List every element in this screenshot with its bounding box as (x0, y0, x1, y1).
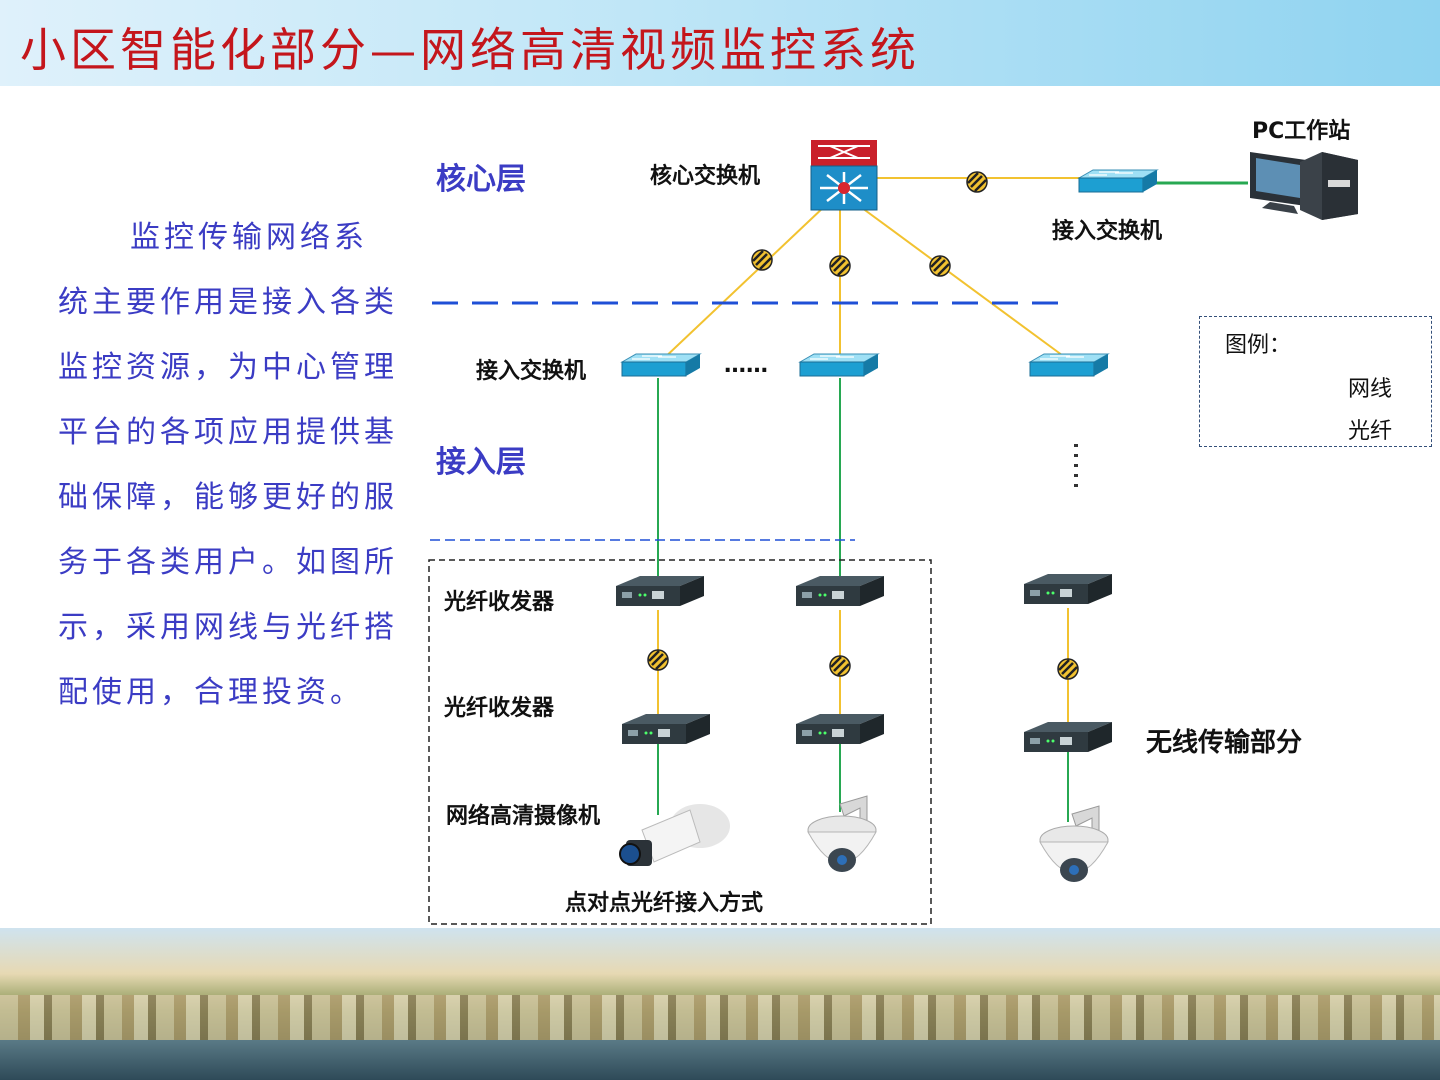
legend-cable-label: 网线 (1348, 377, 1393, 402)
core-switch-label: 核心交换机 (650, 164, 761, 189)
p2p-area-box (428, 559, 932, 925)
core-layer-label: 核心层 (436, 162, 526, 197)
access-switch-top-label: 接入交换机 (1052, 219, 1163, 244)
fiber-transceiver-2b (796, 714, 884, 744)
title-bar: 小区智能化部分—网络高清视频监控系统 (0, 0, 1440, 86)
transceiver-label-1: 光纤收发器 (444, 590, 555, 615)
fiber-marker (928, 254, 952, 278)
water-strip (0, 1040, 1440, 1080)
wireless-label: 无线传输部分 (1146, 728, 1303, 758)
fiber-transceiver-3a (1024, 574, 1112, 604)
camera-label: 网络高清摄像机 (446, 804, 601, 829)
fiber-marker (965, 170, 989, 194)
access-switch-1 (621, 353, 701, 377)
fiber-core-to-switch-3 (857, 204, 1067, 359)
fiber-marker (1056, 657, 1080, 681)
pc-workstation-icon (1250, 152, 1358, 220)
fiber-transceiver-2a (796, 576, 884, 606)
bullet-camera (619, 804, 730, 866)
fiber-core-to-switch-1 (659, 204, 827, 363)
fiber-transceiver-1a (616, 576, 704, 606)
core-switch (810, 140, 878, 211)
fiber-transceiver-3b (1024, 722, 1112, 752)
fiber-marker (828, 654, 852, 678)
dome-camera-2 (1039, 805, 1109, 883)
fiber-marker (646, 648, 670, 672)
description-text: 监控传输网络系统主要作用是接入各类监控资源，为中心管理平台的各项应用提供基础保障… (58, 220, 398, 710)
legend-fiber-label: 光纤 (1348, 419, 1393, 444)
access-switch-3 (1029, 353, 1109, 377)
fiber-marker (828, 254, 852, 278)
residential-landscape-photo (0, 928, 1440, 1080)
access-layer-label: 接入层 (436, 445, 526, 480)
fiber-marker (750, 248, 774, 272)
p2p-mode-label: 点对点光纤接入方式 (565, 891, 764, 916)
access-switch-label: 接入交换机 (476, 359, 587, 384)
access-switch-top (1078, 169, 1158, 193)
houses-strip (0, 995, 1440, 1040)
dome-camera-1 (807, 795, 877, 873)
access-switch-2 (799, 353, 879, 377)
page-title: 小区智能化部分—网络高清视频监控系统 (20, 23, 920, 77)
fiber-transceiver-1b (622, 714, 710, 744)
legend-title: 图例： (1225, 333, 1292, 358)
transceiver-label-2: 光纤收发器 (444, 696, 555, 721)
ellipsis-label: …… (724, 353, 768, 378)
pc-workstation-label: PC工作站 (1252, 119, 1351, 144)
legend: 图例： 网线 光纤 (1199, 316, 1432, 447)
